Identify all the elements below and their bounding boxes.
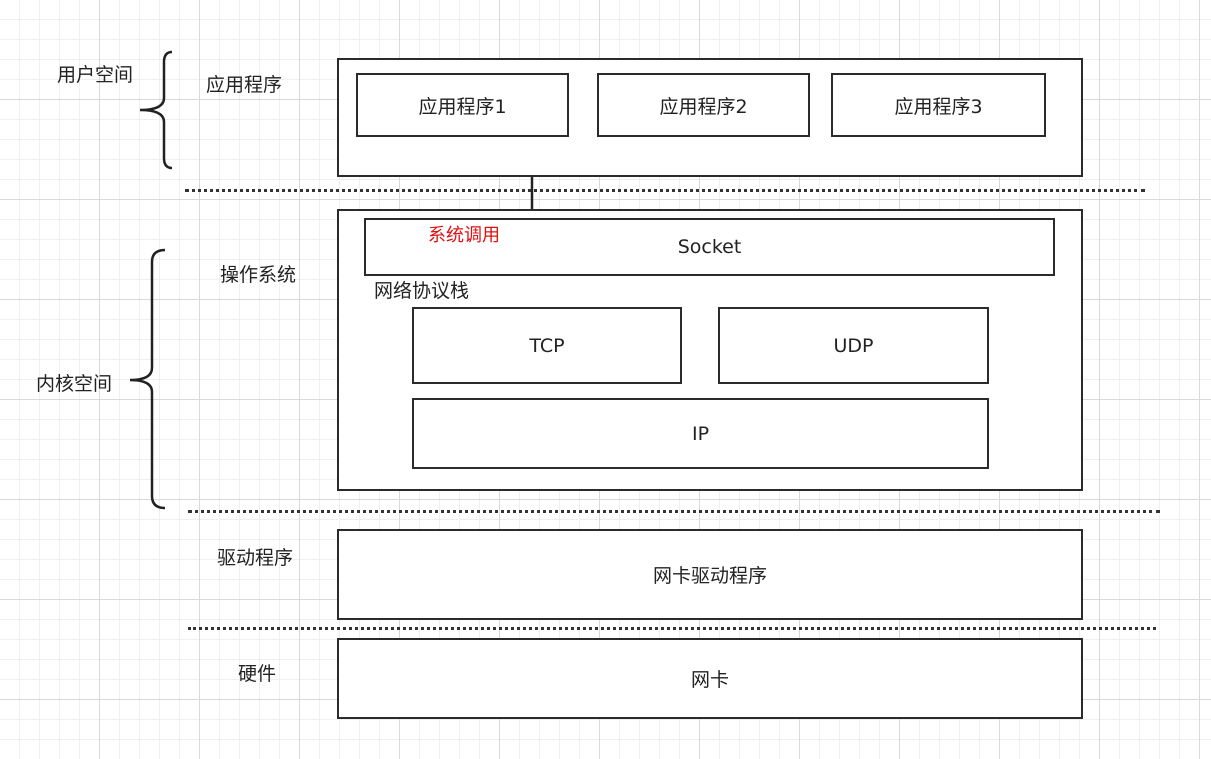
app-box-2: 应用程序2 bbox=[597, 73, 810, 137]
app-box-2-label: 应用程序2 bbox=[659, 95, 748, 118]
nic-box: 网卡 bbox=[337, 638, 1083, 719]
network-stack-label: 网络协议栈 bbox=[374, 280, 470, 302]
udp-label: UDP bbox=[833, 334, 874, 357]
app-box-3-label: 应用程序3 bbox=[894, 95, 983, 118]
tcp-box: TCP bbox=[412, 307, 682, 384]
nic-driver-box: 网卡驱动程序 bbox=[337, 529, 1083, 620]
socket-label: Socket bbox=[677, 236, 742, 258]
user-space-brace bbox=[139, 50, 173, 170]
ip-label: IP bbox=[691, 422, 710, 445]
app-box-1: 应用程序1 bbox=[356, 73, 569, 137]
user-space-label: 用户空间 bbox=[57, 64, 134, 86]
nic-label: 网卡 bbox=[690, 669, 729, 691]
app-box-3: 应用程序3 bbox=[831, 73, 1046, 137]
kernel-space-brace bbox=[129, 248, 166, 510]
udp-box: UDP bbox=[718, 307, 989, 384]
driver-layer-label: 驱动程序 bbox=[217, 547, 294, 569]
separator-user-kernel bbox=[185, 189, 1145, 192]
application-layer-label: 应用程序 bbox=[206, 74, 283, 96]
os-layer-label: 操作系统 bbox=[220, 264, 297, 286]
nic-driver-label: 网卡驱动程序 bbox=[652, 565, 767, 587]
separator-kernel-driver bbox=[188, 510, 1160, 513]
separator-driver-hardware bbox=[188, 627, 1156, 630]
tcp-label: TCP bbox=[529, 334, 565, 357]
app-box-1-label: 应用程序1 bbox=[418, 95, 507, 118]
syscall-label: 系统调用 bbox=[428, 225, 500, 246]
kernel-space-label: 内核空间 bbox=[36, 373, 113, 395]
socket-box: Socket bbox=[364, 218, 1055, 276]
ip-box: IP bbox=[412, 398, 989, 469]
hardware-layer-label: 硬件 bbox=[238, 663, 277, 685]
